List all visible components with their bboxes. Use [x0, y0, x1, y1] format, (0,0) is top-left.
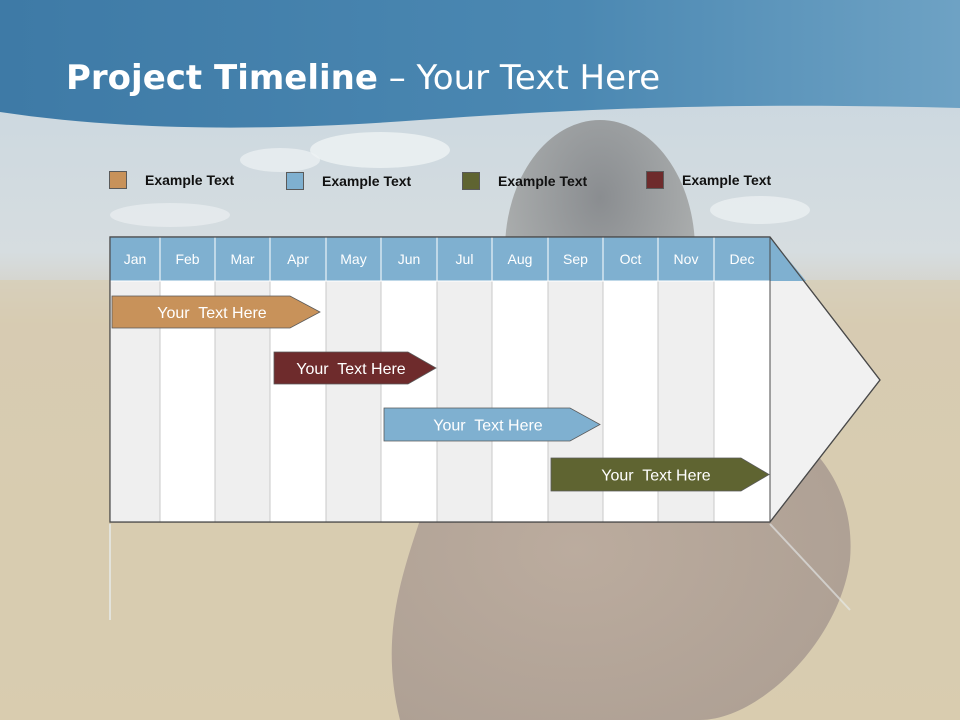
month-label: Aug — [508, 251, 533, 267]
legend-label-3: Example Text — [498, 173, 588, 189]
month-header-cell — [491, 236, 549, 282]
legend-label-4: Example Text — [682, 172, 772, 188]
month-header-cell — [380, 236, 438, 282]
month-label: Oct — [620, 251, 642, 267]
month-label: Mar — [230, 251, 254, 267]
month-label: Dec — [730, 251, 755, 267]
legend-item-1: Example Text — [109, 171, 234, 189]
legend-swatch-3 — [462, 172, 480, 190]
task-bar-label-4: Your Text Here — [601, 468, 711, 485]
month-label: Jul — [456, 251, 474, 267]
task-bar-label-2: Your Text Here — [296, 361, 406, 378]
task-bar-label-3: Your Text Here — [433, 418, 543, 435]
month-column — [436, 280, 493, 523]
legend-label-2: Example Text — [322, 173, 412, 189]
month-column — [380, 280, 438, 523]
legend-label-1: Example Text — [145, 172, 235, 188]
page-title: Project Timeline – Your Text Here — [66, 58, 660, 98]
month-header-cell — [436, 236, 493, 282]
legend-item-4: Example Text — [646, 171, 771, 189]
legend-item-3: Example Text — [462, 172, 587, 190]
legend-item-2: Example Text — [286, 172, 411, 190]
legend-swatch-1 — [109, 171, 127, 189]
month-column — [325, 280, 382, 523]
month-label: Jan — [124, 251, 147, 267]
month-header-cell — [713, 236, 771, 282]
task-bar-2 — [273, 351, 437, 385]
legend-swatch-2 — [286, 172, 304, 190]
reflection-line-diagonal — [769, 523, 851, 611]
task-bar-label-1: Your Text Here — [157, 305, 267, 322]
month-label: Nov — [674, 251, 699, 267]
task-bar-4 — [550, 457, 770, 492]
task-bar-1 — [111, 295, 321, 329]
month-header-cell — [325, 236, 382, 282]
month-label: May — [340, 251, 366, 267]
task-bar-3 — [383, 407, 601, 442]
timeline-arrow-outline — [109, 236, 881, 523]
month-label: Feb — [175, 251, 199, 267]
month-header-cell — [269, 236, 327, 282]
month-label: Sep — [563, 251, 588, 267]
month-label: Apr — [287, 251, 309, 267]
month-column — [491, 280, 549, 523]
month-header-cell — [214, 236, 271, 282]
month-header-cell — [657, 236, 715, 282]
title-rest: – Your Text Here — [377, 58, 661, 98]
title-bold: Project Timeline — [66, 58, 378, 98]
month-label: Jun — [398, 251, 421, 267]
legend-swatch-4 — [646, 171, 664, 189]
